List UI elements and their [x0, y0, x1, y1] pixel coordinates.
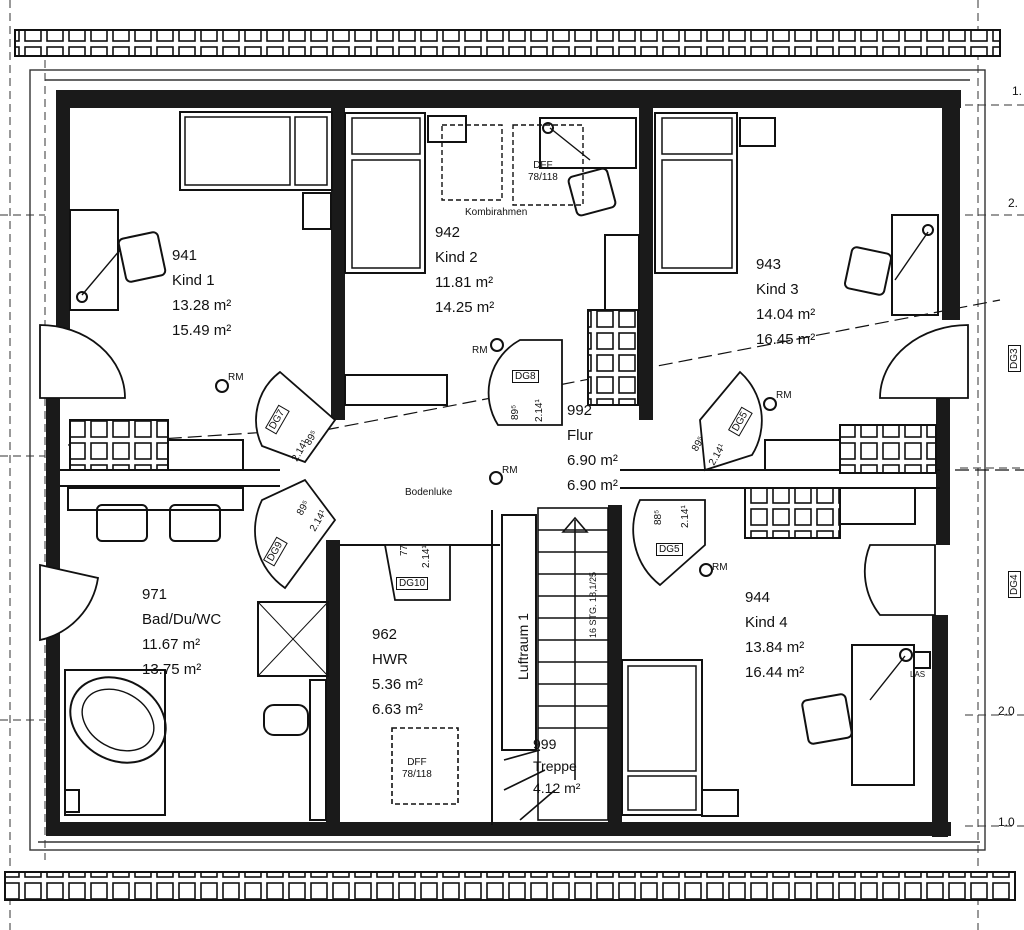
room-name: Kind 4	[745, 614, 788, 631]
room-971: 971 Bad/Du/WC 11.67 m² 13.75 m²	[142, 582, 221, 682]
room-name: Kind 1	[172, 272, 215, 289]
room-area-1: 11.81 m²	[435, 274, 494, 291]
truss-band-bottom	[4, 871, 1016, 901]
room-name: Kind 3	[756, 281, 799, 298]
dff-label-kind2: DFF 78/118	[528, 160, 558, 183]
room-962: 962 HWR 5.36 m² 6.63 m²	[372, 622, 423, 722]
room-999: 999 Treppe 4.12 m²	[533, 733, 580, 799]
room-area-2: 6.90 m²	[567, 477, 618, 494]
room-area-1: 13.84 m²	[745, 639, 805, 656]
room-number: 971	[142, 586, 168, 603]
rm-flur: RM	[502, 465, 518, 476]
kind4-furniture	[621, 487, 931, 817]
room-number: 962	[372, 626, 398, 643]
room-number: 992	[567, 402, 593, 419]
outer-walls	[46, 90, 961, 837]
kind3-furniture	[654, 112, 939, 474]
room-name: Flur	[567, 427, 593, 444]
dim-dg10-b: 2.14¹	[421, 545, 432, 568]
room-area-1: 11.67 m²	[142, 636, 201, 653]
room-area-1: 6.90 m²	[567, 452, 618, 469]
room-area-2: 15.49 m²	[172, 322, 232, 339]
room-area-2: 14.25 m²	[435, 299, 495, 316]
room-area-1: 4.12 m²	[533, 780, 581, 796]
dim-dg5-a: 88⁵	[653, 509, 664, 525]
window-dg5: DG5	[656, 543, 683, 556]
interior-walls	[326, 105, 653, 830]
room-area-1: 5.36 m²	[372, 676, 423, 693]
kind1-furniture	[69, 111, 333, 471]
room-area-2: 6.63 m²	[372, 701, 423, 718]
edge-tag-dg4: DG4	[1008, 571, 1021, 598]
room-area-1: 14.04 m²	[756, 306, 816, 323]
window-dg8: DG8	[512, 370, 539, 383]
bath-furniture	[64, 379, 329, 821]
room-name: Treppe	[533, 758, 577, 774]
bodenluke-label: Bodenluke	[405, 487, 453, 498]
kind2-furniture	[344, 112, 640, 406]
room-992: 992 Flur 6.90 m² 6.90 m²	[567, 398, 618, 498]
room-number: 999	[533, 736, 557, 752]
edge-tag-dg3: DG3	[1008, 345, 1021, 372]
kombirahmen-label: Kombirahmen	[465, 207, 528, 218]
room-943: 943 Kind 3 14.04 m² 16.45 m²	[756, 252, 815, 352]
hwr-furniture	[391, 471, 537, 805]
room-942: 942 Kind 2 11.81 m² 14.25 m²	[435, 220, 494, 320]
room-number: 942	[435, 224, 461, 241]
room-area-2: 16.44 m²	[745, 664, 805, 681]
truss-band-top	[14, 29, 1001, 57]
slope-line	[324, 299, 1001, 431]
rm-kind4: RM	[712, 562, 728, 573]
dff-label-hwr: DFF 78/118	[402, 757, 432, 780]
luftraum-label: Luftraum 1	[515, 613, 531, 680]
room-number: 944	[745, 589, 771, 606]
dim-dg10-a: 77	[399, 544, 410, 556]
room-number: 943	[756, 256, 782, 273]
rm-kind2: RM	[472, 345, 488, 356]
doors	[39, 324, 969, 642]
room-name: Kind 2	[435, 249, 478, 266]
rm-kind1: RM	[228, 372, 244, 383]
edge-mark-2: 2.	[1008, 196, 1019, 210]
dim-dg5-b: 2.14¹	[680, 505, 691, 528]
stairs-label: 16 STG. 18,1/25	[588, 571, 598, 638]
window-dg10: DG10	[396, 577, 429, 590]
edge-mark-1: 1.	[1012, 84, 1023, 98]
room-name: Bad/Du/WC	[142, 611, 222, 628]
las-label: LAS	[910, 670, 926, 679]
rm-kind3: RM	[776, 390, 792, 401]
edge-mark-3: 2.0	[998, 704, 1015, 718]
room-area-2: 13.75 m²	[142, 661, 202, 678]
edge-mark-4: 1.0	[998, 815, 1015, 829]
room-area-1: 13.28 m²	[172, 297, 232, 314]
staircase	[503, 507, 609, 821]
room-name: HWR	[372, 651, 408, 668]
dim-dg8-a: 89⁵	[510, 404, 521, 420]
roof-overhang-lines	[29, 69, 986, 851]
room-number: 941	[172, 247, 198, 264]
dim-dg8-b: 2.14¹	[534, 399, 545, 422]
room-941: 941 Kind 1 13.28 m² 15.49 m²	[172, 243, 231, 343]
room-944: 944 Kind 4 13.84 m² 16.44 m²	[745, 585, 804, 685]
room-area-2: 16.45 m²	[756, 331, 816, 348]
